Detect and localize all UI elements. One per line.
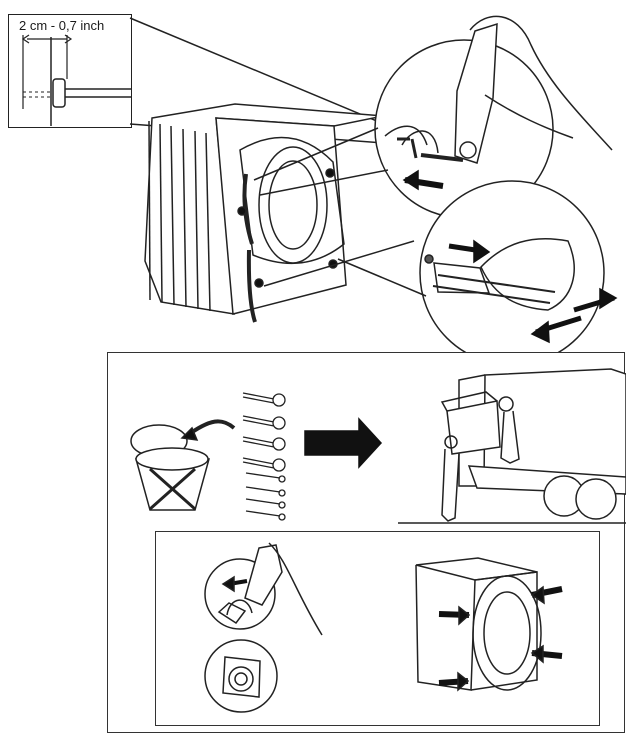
- reinstall-panel: [155, 531, 600, 726]
- bolt-set: [242, 392, 286, 521]
- bolt-removal-scene: [129, 15, 618, 352]
- bolt-depth-drawing: [21, 34, 131, 126]
- measurement-label: 2 cm - 0,7 inch: [19, 18, 105, 33]
- reinstall-drawing: [204, 542, 563, 713]
- storage-transport-drawing: [130, 368, 627, 524]
- measurement-inset: 2 cm - 0,7 inch: [8, 14, 132, 128]
- arrow-right-icon: [304, 417, 383, 469]
- storage-transport-panel: [107, 352, 627, 733]
